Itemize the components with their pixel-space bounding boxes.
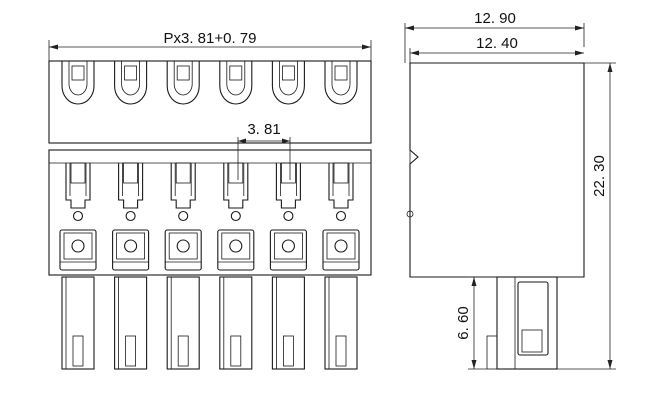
pole-3: [164, 61, 202, 370]
inner-pitch-label: 3. 81: [247, 121, 280, 138]
pin-length-dimension: 6. 60: [455, 276, 497, 370]
side-pin-housing: [496, 276, 558, 370]
pole-group: [59, 61, 360, 370]
pitch-label: Px3. 81+0. 79: [164, 30, 257, 47]
side-body-width-dimension: 12. 40: [409, 35, 584, 63]
pole-1: [59, 61, 97, 370]
pole-6: [322, 61, 360, 370]
pole-2: [112, 61, 150, 370]
side-body: [409, 62, 585, 278]
pitch-dimension: Px3. 81+0. 79: [48, 30, 372, 61]
height-dimension: 22. 30: [557, 62, 616, 370]
side-view: [406, 62, 585, 370]
front-top-body: [48, 60, 372, 144]
pole-5: [269, 61, 307, 370]
side-total-width-label: 12. 90: [474, 10, 516, 27]
front-lower-body: [48, 149, 372, 276]
height-label: 22. 30: [591, 155, 608, 197]
front-view: [48, 60, 372, 370]
pin-length-label: 6. 60: [455, 306, 472, 339]
inner-pitch-dimension: 3. 81: [237, 121, 291, 180]
side-total-width-dimension: 12. 90: [404, 10, 585, 63]
pole-4: [217, 61, 255, 370]
side-body-width-label: 12. 40: [476, 35, 518, 52]
